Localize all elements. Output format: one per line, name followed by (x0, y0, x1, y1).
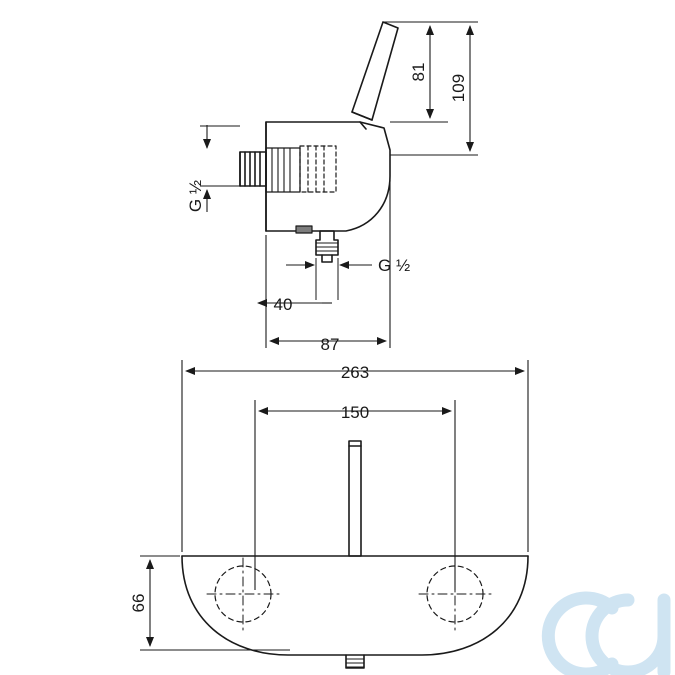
side-view-dimensions (200, 21, 478, 348)
watermark-logo (541, 591, 671, 675)
front-view-geometry (181, 440, 529, 669)
side-view-geometry (239, 21, 399, 263)
dim-label-66: 66 (129, 594, 148, 613)
dim-label-87: 87 (321, 335, 340, 354)
dim-label-263: 263 (341, 363, 369, 382)
dim-label-150: 150 (341, 403, 369, 422)
dim-label-40: 40 (274, 295, 293, 314)
dim-label-81: 81 (409, 63, 428, 82)
dim-label-g-half-bottom: G ½ (378, 256, 410, 275)
dim-label-g-half-left: G ½ (186, 180, 205, 212)
front-view-dimensions (140, 360, 529, 651)
dim-label-109: 109 (449, 74, 468, 102)
